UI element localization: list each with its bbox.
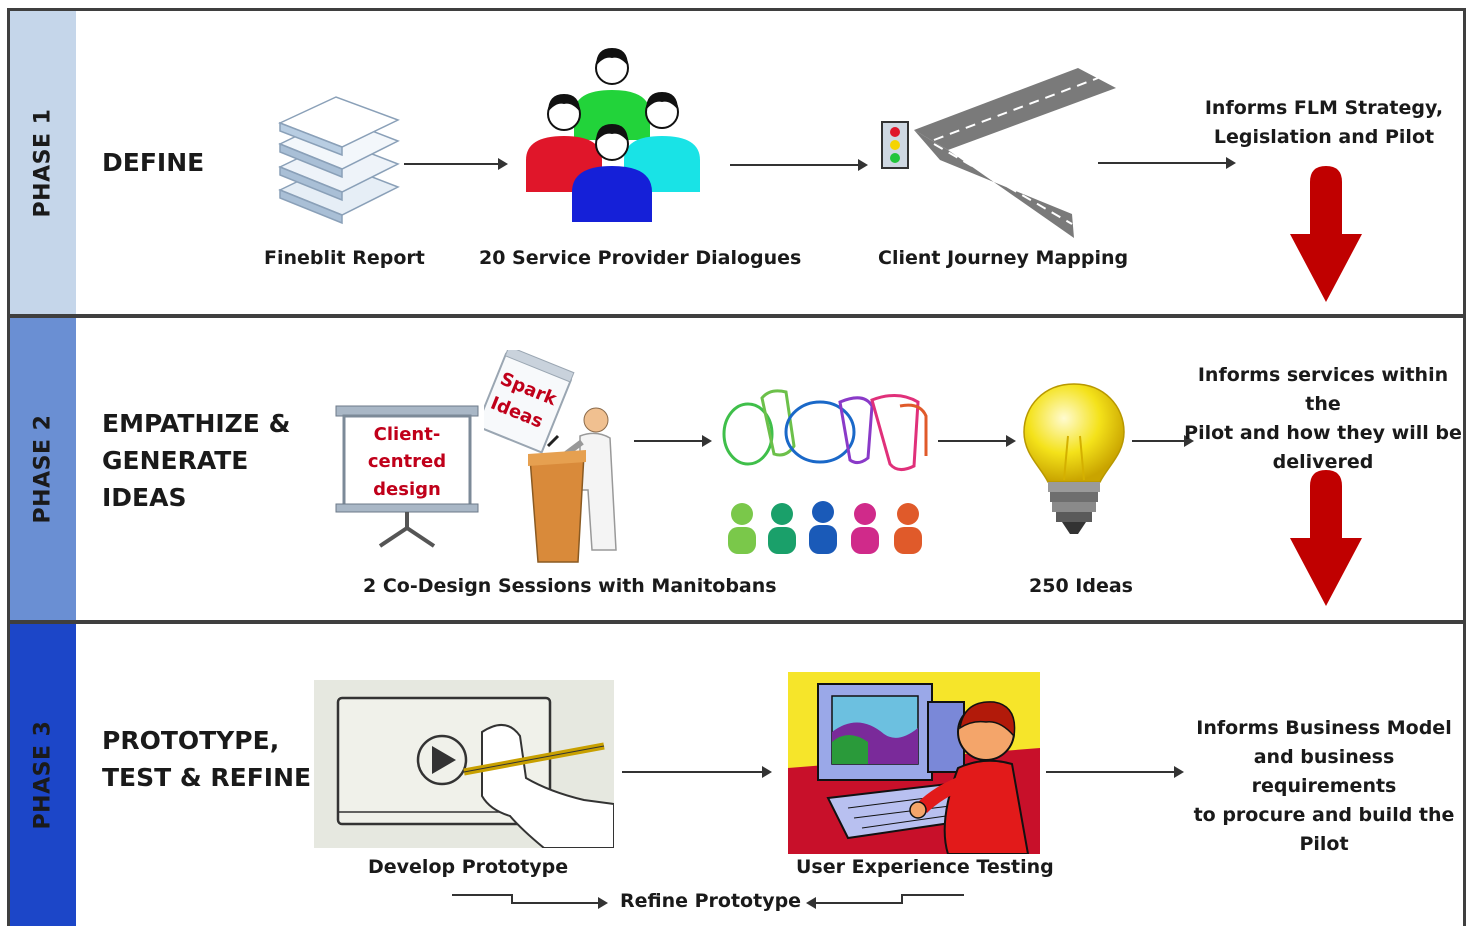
refine-prototype-label: Refine Prototype xyxy=(620,890,802,912)
stacked-papers-icon xyxy=(278,96,400,225)
arrow-right xyxy=(1046,766,1184,778)
presenter-podium-icon: Spark Ideas xyxy=(484,350,617,563)
computer-user-icon xyxy=(788,672,1040,854)
phase3-label: PHASE 3 xyxy=(30,720,56,830)
phase-divider xyxy=(7,620,1466,624)
phase2-informs: Informs services within the Pilot and ho… xyxy=(1184,364,1462,473)
ideas-count-label: 250 Ideas xyxy=(1029,575,1133,597)
user-experience-testing-label: User Experience Testing xyxy=(796,856,1054,878)
arrow-right xyxy=(1098,157,1236,169)
phase1-band: PHASE 1 xyxy=(10,11,76,314)
easel-text-line: centred xyxy=(368,451,446,472)
arrow-right xyxy=(634,435,712,447)
arrow-right xyxy=(404,158,508,170)
step-client-journey-mapping: Client Journey Mapping xyxy=(878,247,1129,269)
phase3-title: PROTOTYPE, TEST & REFINE xyxy=(102,726,312,792)
refine-arrow-right-side xyxy=(806,894,964,909)
easel-text-line: Client- xyxy=(374,424,441,445)
people-group-icon xyxy=(526,48,700,222)
arrow-right xyxy=(622,766,772,778)
arrow-right xyxy=(1132,435,1194,447)
refine-arrow-left-side xyxy=(452,894,608,909)
light-bulb-icon xyxy=(1023,383,1125,534)
arrow-right xyxy=(938,435,1016,447)
easel-board-icon: Client- centred design xyxy=(335,405,479,548)
develop-prototype-label: Develop Prototype xyxy=(368,856,569,878)
step-fineblit-report: Fineblit Report xyxy=(264,247,425,269)
phase1-title: DEFINE xyxy=(102,148,205,177)
phase2-title: EMPATHIZE & GENERATE IDEAS xyxy=(102,409,291,512)
phase2-band: PHASE 2 xyxy=(10,318,76,620)
red-down-arrow xyxy=(1290,470,1362,606)
red-down-arrow xyxy=(1290,166,1362,302)
traffic-light-road-icon xyxy=(881,68,1116,238)
step-service-provider-dialogues: 20 Service Provider Dialogues xyxy=(479,247,802,269)
video-sketch-icon xyxy=(314,680,614,848)
diagram-frame xyxy=(7,8,1466,926)
phase1-label: PHASE 1 xyxy=(30,108,56,217)
arrow-right xyxy=(730,159,868,171)
co-design-sessions-label: 2 Co-Design Sessions with Manitobans xyxy=(363,575,777,597)
easel-text-line: design xyxy=(373,479,441,500)
phase-divider xyxy=(7,314,1466,318)
phase1-informs: Informs FLM Strategy, Legislation and Pi… xyxy=(1204,97,1444,148)
phase3-informs: Informs Business Model and business requ… xyxy=(1193,717,1455,855)
speech-bubbles-people-icon xyxy=(722,386,928,554)
phase2-label: PHASE 2 xyxy=(30,414,56,524)
phase3-band: PHASE 3 xyxy=(10,624,76,926)
